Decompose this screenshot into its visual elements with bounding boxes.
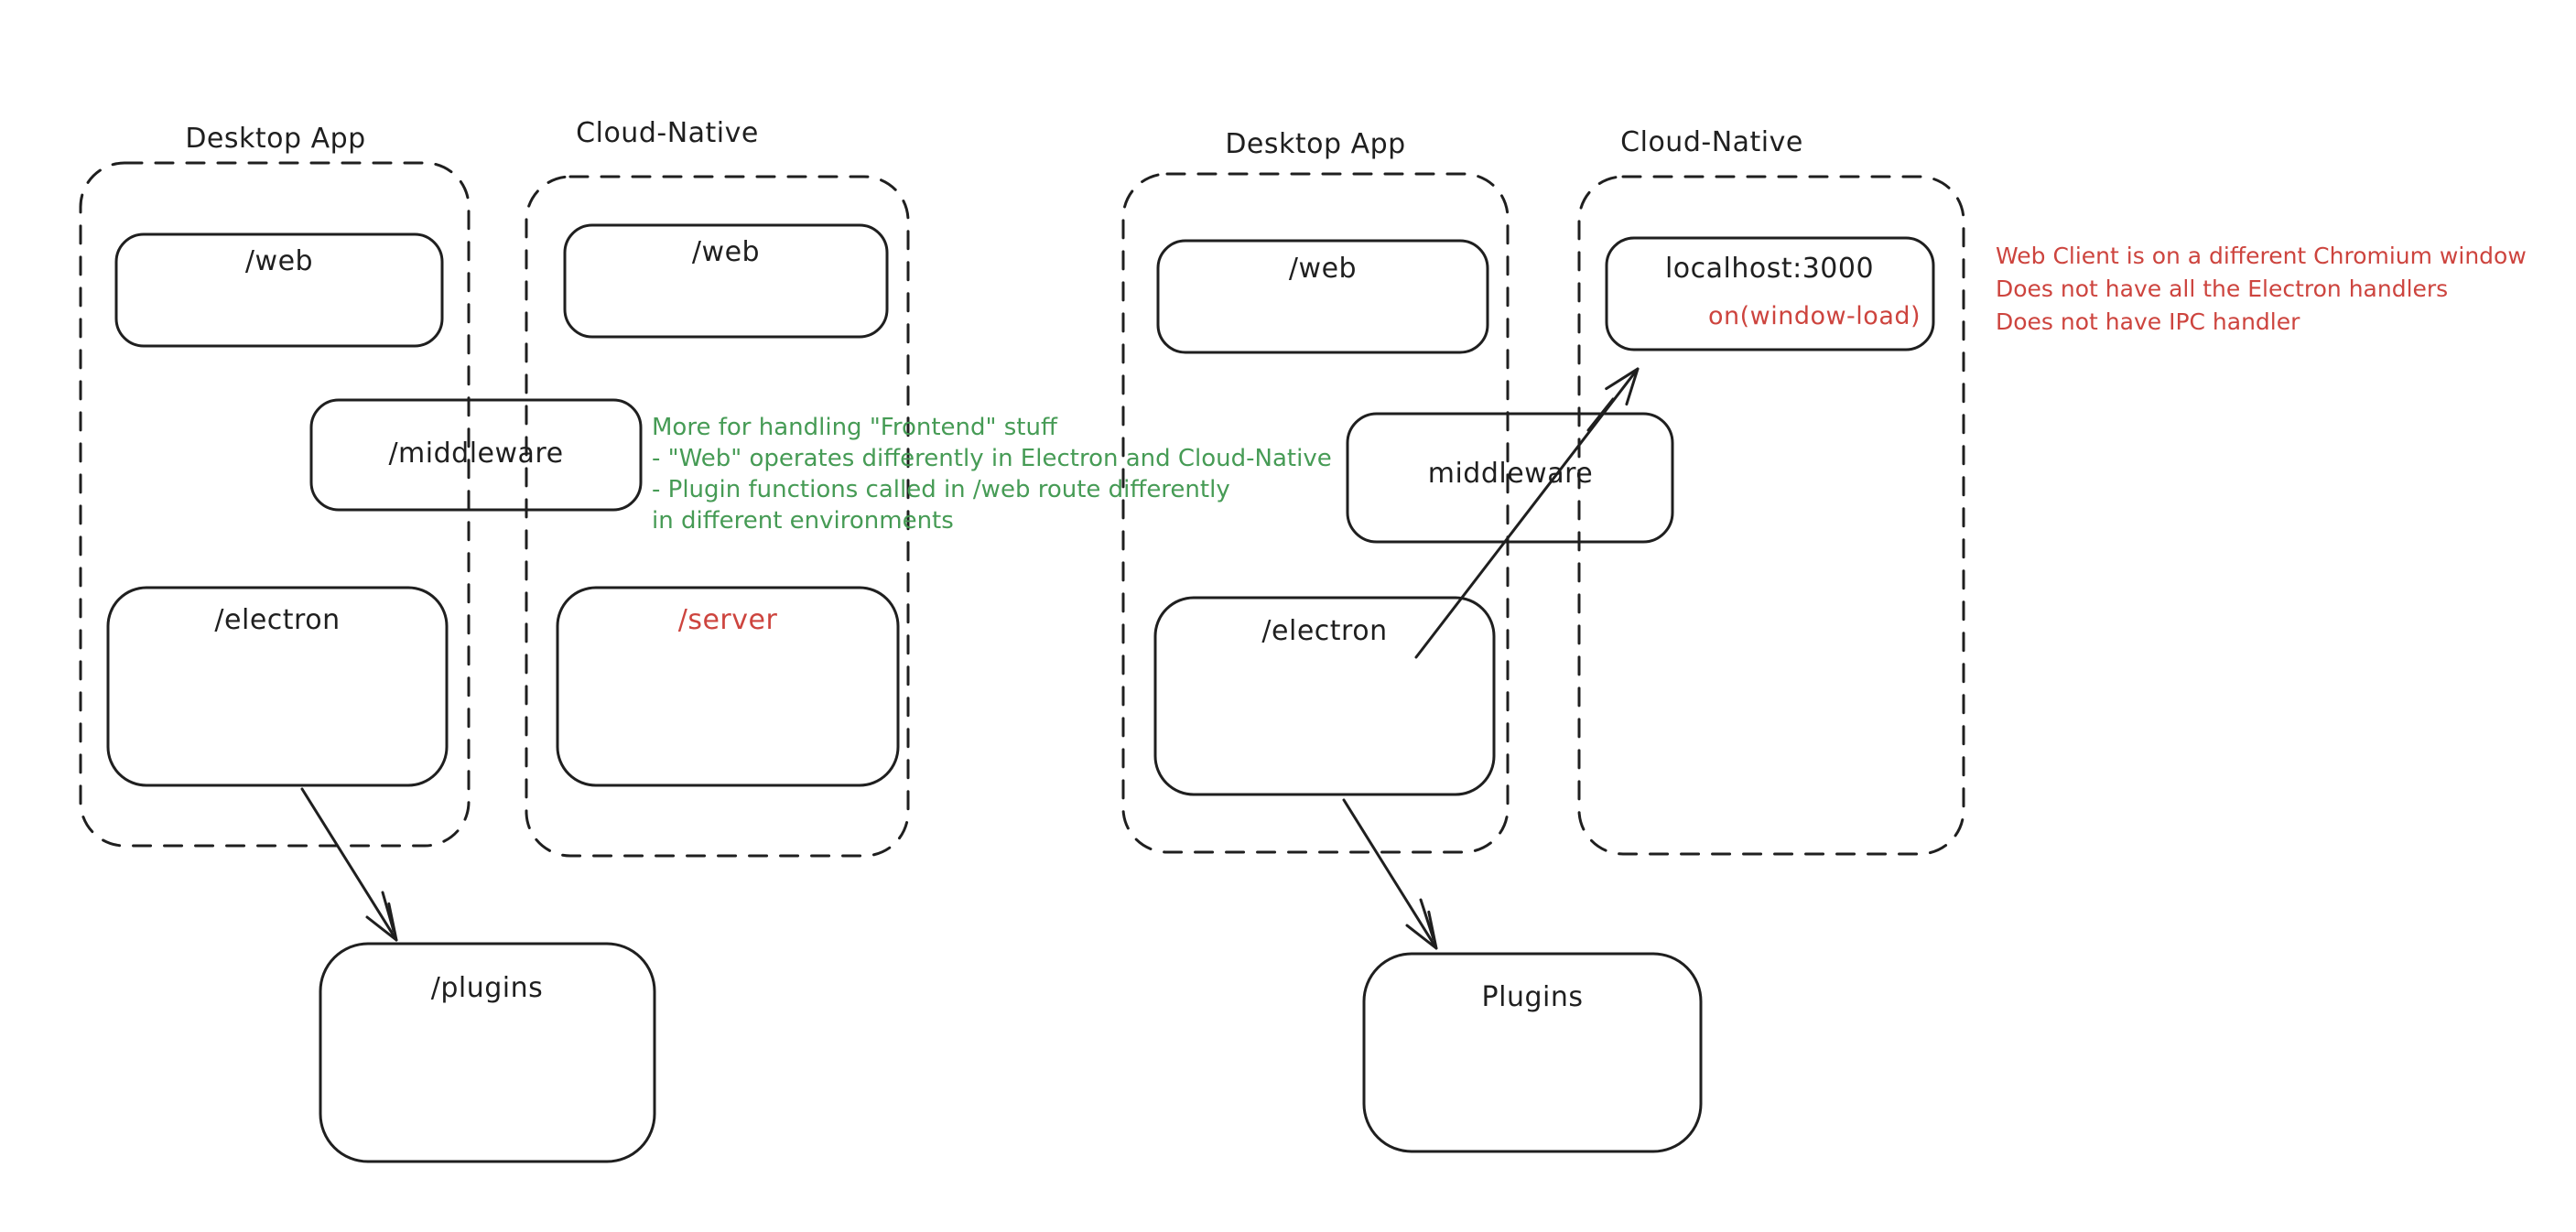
left-server-label: /server: [677, 604, 778, 636]
right-window-load-label: on(window-load): [1707, 302, 1921, 330]
arrow-left-electron-to-plugins: [300, 787, 398, 942]
left-electron-box: [106, 586, 449, 787]
right-electron-box: [1153, 596, 1496, 796]
left-middleware-label: /middleware: [388, 438, 564, 470]
left-plugins-label: /plugins: [430, 972, 544, 1004]
right-cloud-native-title: Cloud-Native: [1620, 126, 1803, 158]
right-electron-label: /electron: [1261, 615, 1388, 647]
left-server-box: [556, 586, 900, 787]
green-annotation-line: - Plugin functions called in /web route …: [652, 476, 1230, 503]
left-desktop-app-container-outline: [79, 161, 471, 848]
left-cloud-native-container-outline: [525, 175, 910, 858]
right-middleware-box: [1346, 412, 1674, 544]
left-electron-label: /electron: [214, 604, 341, 636]
left-desktop-app-title: Desktop App: [185, 123, 366, 155]
right-localhost-box: [1605, 236, 1935, 351]
green-annotation-line: - "Web" operates differently in Electron…: [652, 445, 1332, 472]
left-cloud-web-box: [563, 223, 889, 339]
left-desktop-web-box: [114, 232, 444, 348]
left-cloud-web-label: /web: [691, 236, 761, 268]
right-middleware-label: middleware: [1427, 458, 1594, 490]
right-desktop-web-label: /web: [1288, 253, 1358, 285]
right-plugins-label: Plugins: [1481, 981, 1584, 1013]
red-annotation-line: Does not have IPC handler: [1996, 308, 2300, 335]
left-middleware-box: [309, 398, 643, 512]
red-annotation-line: Does not have all the Electron handlers: [1996, 276, 2449, 302]
right-cloud-native-container-outline: [1577, 175, 1965, 856]
right-plugins-box: [1362, 952, 1703, 1153]
green-annotation-line: More for handling "Frontend" stuff: [652, 414, 1057, 441]
right-desktop-app-title: Desktop App: [1225, 128, 1406, 160]
right-desktop-app-container-outline: [1121, 172, 1510, 854]
right-localhost-label: localhost:3000: [1664, 253, 1875, 285]
red-annotation: Web Client is on a different Chromium wi…: [1996, 240, 2527, 339]
left-plugins-box: [319, 942, 656, 1163]
arrow-right-electron-to-localhost: [1414, 367, 1640, 659]
red-annotation-line: Web Client is on a different Chromium wi…: [1996, 243, 2527, 269]
right-desktop-web-box: [1156, 239, 1489, 354]
green-annotation: More for handling "Frontend" stuff - "We…: [652, 412, 1332, 536]
green-annotation-line: in different environments: [652, 507, 954, 535]
arrow-right-electron-to-plugins: [1342, 798, 1438, 950]
left-cloud-native-title: Cloud-Native: [576, 117, 759, 149]
left-desktop-web-label: /web: [244, 245, 314, 277]
